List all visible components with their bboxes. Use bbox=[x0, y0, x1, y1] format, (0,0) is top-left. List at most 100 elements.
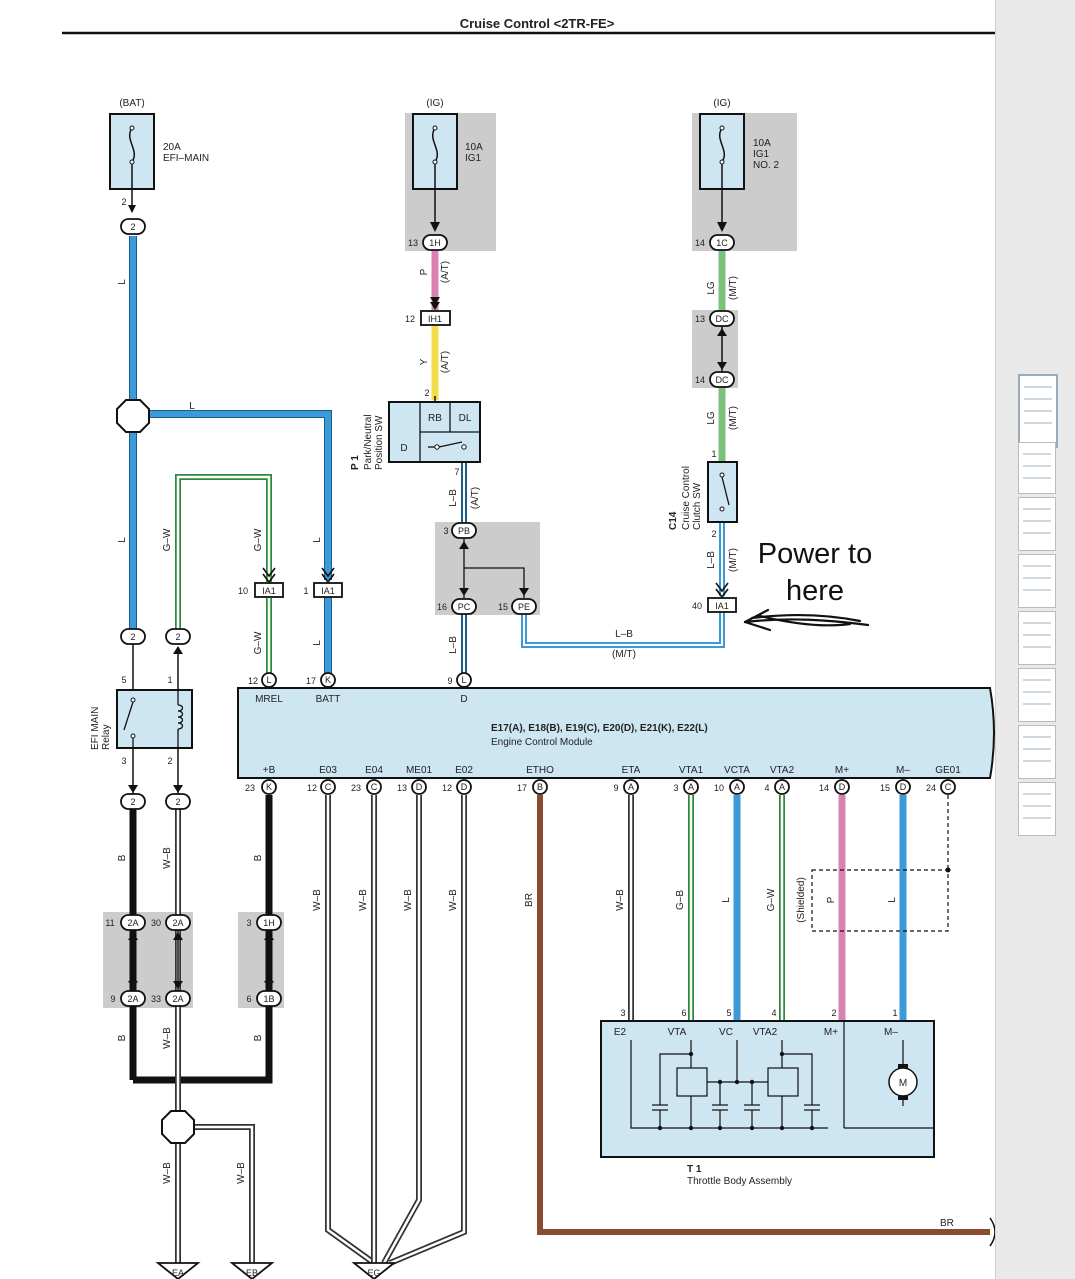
ecm-top-pin-mrel: 12 L MREL bbox=[248, 672, 283, 705]
svg-text:12: 12 bbox=[405, 314, 415, 324]
svg-text:L: L bbox=[461, 675, 466, 685]
thumbnail-page-8[interactable] bbox=[1018, 782, 1056, 836]
svg-text:D: D bbox=[416, 782, 423, 792]
ecm-top-pin-d: 9 L D bbox=[447, 672, 472, 705]
svg-text:7: 7 bbox=[454, 467, 459, 477]
wire-label-at-2: (A/T) bbox=[440, 351, 451, 373]
svg-text:1B: 1B bbox=[263, 994, 274, 1004]
wire-label-b-1: B bbox=[117, 854, 128, 861]
park-neutral-switch: RB DL D 2 7 bbox=[388, 388, 481, 477]
diagram-title: Cruise Control <2TR-FE> bbox=[460, 16, 615, 31]
svg-text:VTA: VTA bbox=[668, 1027, 687, 1038]
svg-text:11: 11 bbox=[105, 918, 114, 928]
wire-label-wb-4: W–B bbox=[236, 1162, 247, 1184]
ecm-bottom-pin-m-minus: M– 15 D bbox=[880, 765, 911, 795]
throttle-code: T 1 bbox=[687, 1164, 702, 1175]
wire-label-shielded: (Shielded) bbox=[796, 877, 807, 923]
thumbnail-page-3[interactable] bbox=[1018, 497, 1056, 551]
wire-label-gw-vta2: G–W bbox=[766, 888, 777, 911]
connector-ih1: 12 IH1 bbox=[405, 297, 451, 326]
connector-pc: 16 PC bbox=[437, 588, 477, 615]
svg-text:3: 3 bbox=[121, 756, 126, 766]
fuse-ig1no2-name: IG1 bbox=[753, 149, 770, 160]
svg-text:MREL: MREL bbox=[255, 694, 283, 705]
thumbnail-page-2[interactable] bbox=[1018, 442, 1056, 494]
thumbnail-page-6[interactable] bbox=[1018, 668, 1056, 722]
svg-text:15: 15 bbox=[880, 783, 890, 793]
wire-label-l-1: L bbox=[117, 279, 128, 285]
svg-text:3: 3 bbox=[620, 1008, 625, 1018]
wire-label-mt-3: (M/T) bbox=[728, 548, 739, 572]
svg-text:A: A bbox=[734, 782, 740, 792]
svg-text:6: 6 bbox=[681, 1008, 686, 1018]
ecm-bottom-pin-vcta: VCTA 10 A bbox=[714, 765, 750, 795]
svg-text:VC: VC bbox=[719, 1027, 733, 1038]
svg-text:2: 2 bbox=[175, 797, 180, 807]
ecm-bottom-pin-e04: E04 23 C bbox=[351, 765, 383, 795]
splice-l bbox=[116, 399, 150, 433]
annotation-line-2: here bbox=[785, 575, 845, 607]
svg-text:9: 9 bbox=[613, 783, 618, 793]
svg-text:VTA2: VTA2 bbox=[753, 1027, 778, 1038]
clutch-switch: 1 2 bbox=[707, 449, 738, 539]
svg-text:D: D bbox=[900, 782, 907, 792]
svg-text:IA1: IA1 bbox=[715, 601, 729, 611]
svg-text:PE: PE bbox=[518, 602, 530, 612]
junction-connectors: 2A 11 2A 30 1H 3 2A 9 2A 33 1B 6 bbox=[105, 914, 282, 1007]
wire-label-l-vcta: L bbox=[721, 897, 732, 903]
connector-1h-top: 13 1H bbox=[408, 234, 448, 251]
ground-ea: EA bbox=[155, 1262, 201, 1279]
connector-1c-top: 14 1C bbox=[695, 234, 735, 251]
ecm-bottom-pin-eta: ETA 9 A bbox=[613, 765, 641, 795]
svg-text:M–: M– bbox=[896, 765, 910, 776]
source-ig2: (IG) bbox=[713, 98, 730, 109]
wire-label-wb-3: W–B bbox=[162, 1162, 173, 1184]
throttle-body-assembly: M bbox=[600, 1020, 935, 1158]
svg-text:IA1: IA1 bbox=[262, 586, 276, 596]
svg-text:24: 24 bbox=[926, 783, 936, 793]
svg-text:C: C bbox=[325, 782, 332, 792]
svg-text:M–: M– bbox=[884, 1027, 898, 1038]
thumbnail-page-1[interactable] bbox=[1018, 374, 1058, 448]
thumbnail-page-7[interactable] bbox=[1018, 725, 1056, 779]
thumbnail-page-4[interactable] bbox=[1018, 554, 1056, 608]
ecm-connectors: E17(A), E18(B), E19(C), E20(D), E21(K), … bbox=[491, 723, 708, 734]
fuse-efi-amp: 20A bbox=[163, 142, 181, 153]
wire-label-b-2: B bbox=[253, 854, 264, 861]
svg-text:12: 12 bbox=[248, 676, 258, 686]
thumbnail-page-5[interactable] bbox=[1018, 611, 1056, 665]
efi-main-relay: 5 1 3 2 bbox=[116, 675, 193, 766]
svg-text:D: D bbox=[460, 694, 467, 705]
svg-text:B: B bbox=[537, 782, 543, 792]
svg-text:EB: EB bbox=[246, 1268, 258, 1278]
pnp-d: D bbox=[400, 443, 407, 454]
svg-text:E04: E04 bbox=[365, 765, 383, 776]
svg-text:A: A bbox=[688, 782, 694, 792]
svg-text:2A: 2A bbox=[172, 994, 183, 1004]
ecm-top-pin-batt: 17 K BATT bbox=[306, 672, 340, 705]
svg-text:A: A bbox=[779, 782, 785, 792]
wire-label-lg-1: LG bbox=[706, 281, 717, 295]
connector-ia1-40: 40 IA1 bbox=[692, 582, 737, 613]
wire-label-b-3: B bbox=[117, 1034, 128, 1041]
fuse-ig1-amp: 10A bbox=[465, 142, 483, 153]
wire-label-l-motor: L bbox=[887, 897, 898, 903]
svg-text:23: 23 bbox=[245, 783, 255, 793]
wire-label-gw-1: G–W bbox=[162, 528, 173, 551]
ecm-name: Engine Control Module bbox=[491, 737, 593, 748]
pnp-name1: Park/Neutral bbox=[363, 414, 374, 470]
relay-connectors-bottom: 2 2 bbox=[120, 748, 191, 810]
svg-text:2A: 2A bbox=[172, 918, 183, 928]
pnp-name2: Position SW bbox=[374, 415, 385, 470]
wire-label-y: Y bbox=[419, 358, 430, 365]
wire-lb-pnp bbox=[461, 462, 725, 675]
svg-text:1C: 1C bbox=[716, 238, 728, 248]
svg-text:A: A bbox=[628, 782, 634, 792]
svg-text:3: 3 bbox=[443, 526, 448, 536]
svg-text:DC: DC bbox=[716, 314, 729, 324]
svg-text:VTA2: VTA2 bbox=[770, 765, 795, 776]
wire-label-wb-2: W–B bbox=[162, 1027, 173, 1049]
wire-gw-loop bbox=[175, 474, 272, 675]
svg-text:1H: 1H bbox=[263, 918, 275, 928]
